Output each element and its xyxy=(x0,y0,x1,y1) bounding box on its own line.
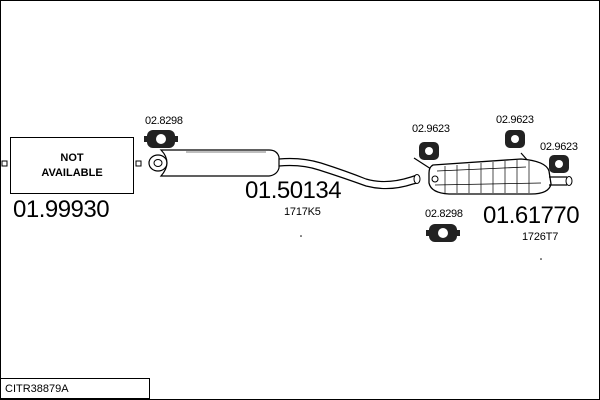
rear-clamp-ref: 02.8298 xyxy=(425,208,463,220)
rear-clamp-icon xyxy=(426,224,460,242)
front-part-number: 01.99930 xyxy=(13,196,110,223)
not-available-box: NOT AVAILABLE xyxy=(10,137,134,194)
middle-clamp-icon xyxy=(144,130,178,148)
rear-hanger-icon-left xyxy=(419,142,439,160)
dot-mark xyxy=(300,235,302,237)
rear-silencer xyxy=(413,152,573,195)
rear-hanger-ref-right: 02.9623 xyxy=(540,141,578,153)
front-connector-right xyxy=(135,160,142,167)
middle-silencer xyxy=(148,149,421,190)
availability-line-1: NOT xyxy=(60,151,84,164)
rear-hanger-ref-left: 02.9623 xyxy=(412,123,450,135)
middle-part-number: 01.50134 xyxy=(245,177,342,204)
availability-line-2: AVAILABLE xyxy=(41,166,103,179)
dot-mark xyxy=(540,258,542,260)
middle-clamp-ref: 02.8298 xyxy=(145,115,183,127)
rear-hanger-icon-center xyxy=(505,130,525,148)
kit-reference-box: CITR38879A xyxy=(1,378,150,399)
kit-reference: CITR38879A xyxy=(5,382,69,395)
front-connector-left xyxy=(1,160,8,167)
middle-oe-code: 1717K5 xyxy=(284,206,321,218)
rear-hanger-ref-center: 02.9623 xyxy=(496,114,534,126)
rear-hanger-icon-right xyxy=(549,155,569,173)
rear-oe-code: 1726T7 xyxy=(522,231,559,243)
rear-part-number: 01.61770 xyxy=(483,202,580,229)
